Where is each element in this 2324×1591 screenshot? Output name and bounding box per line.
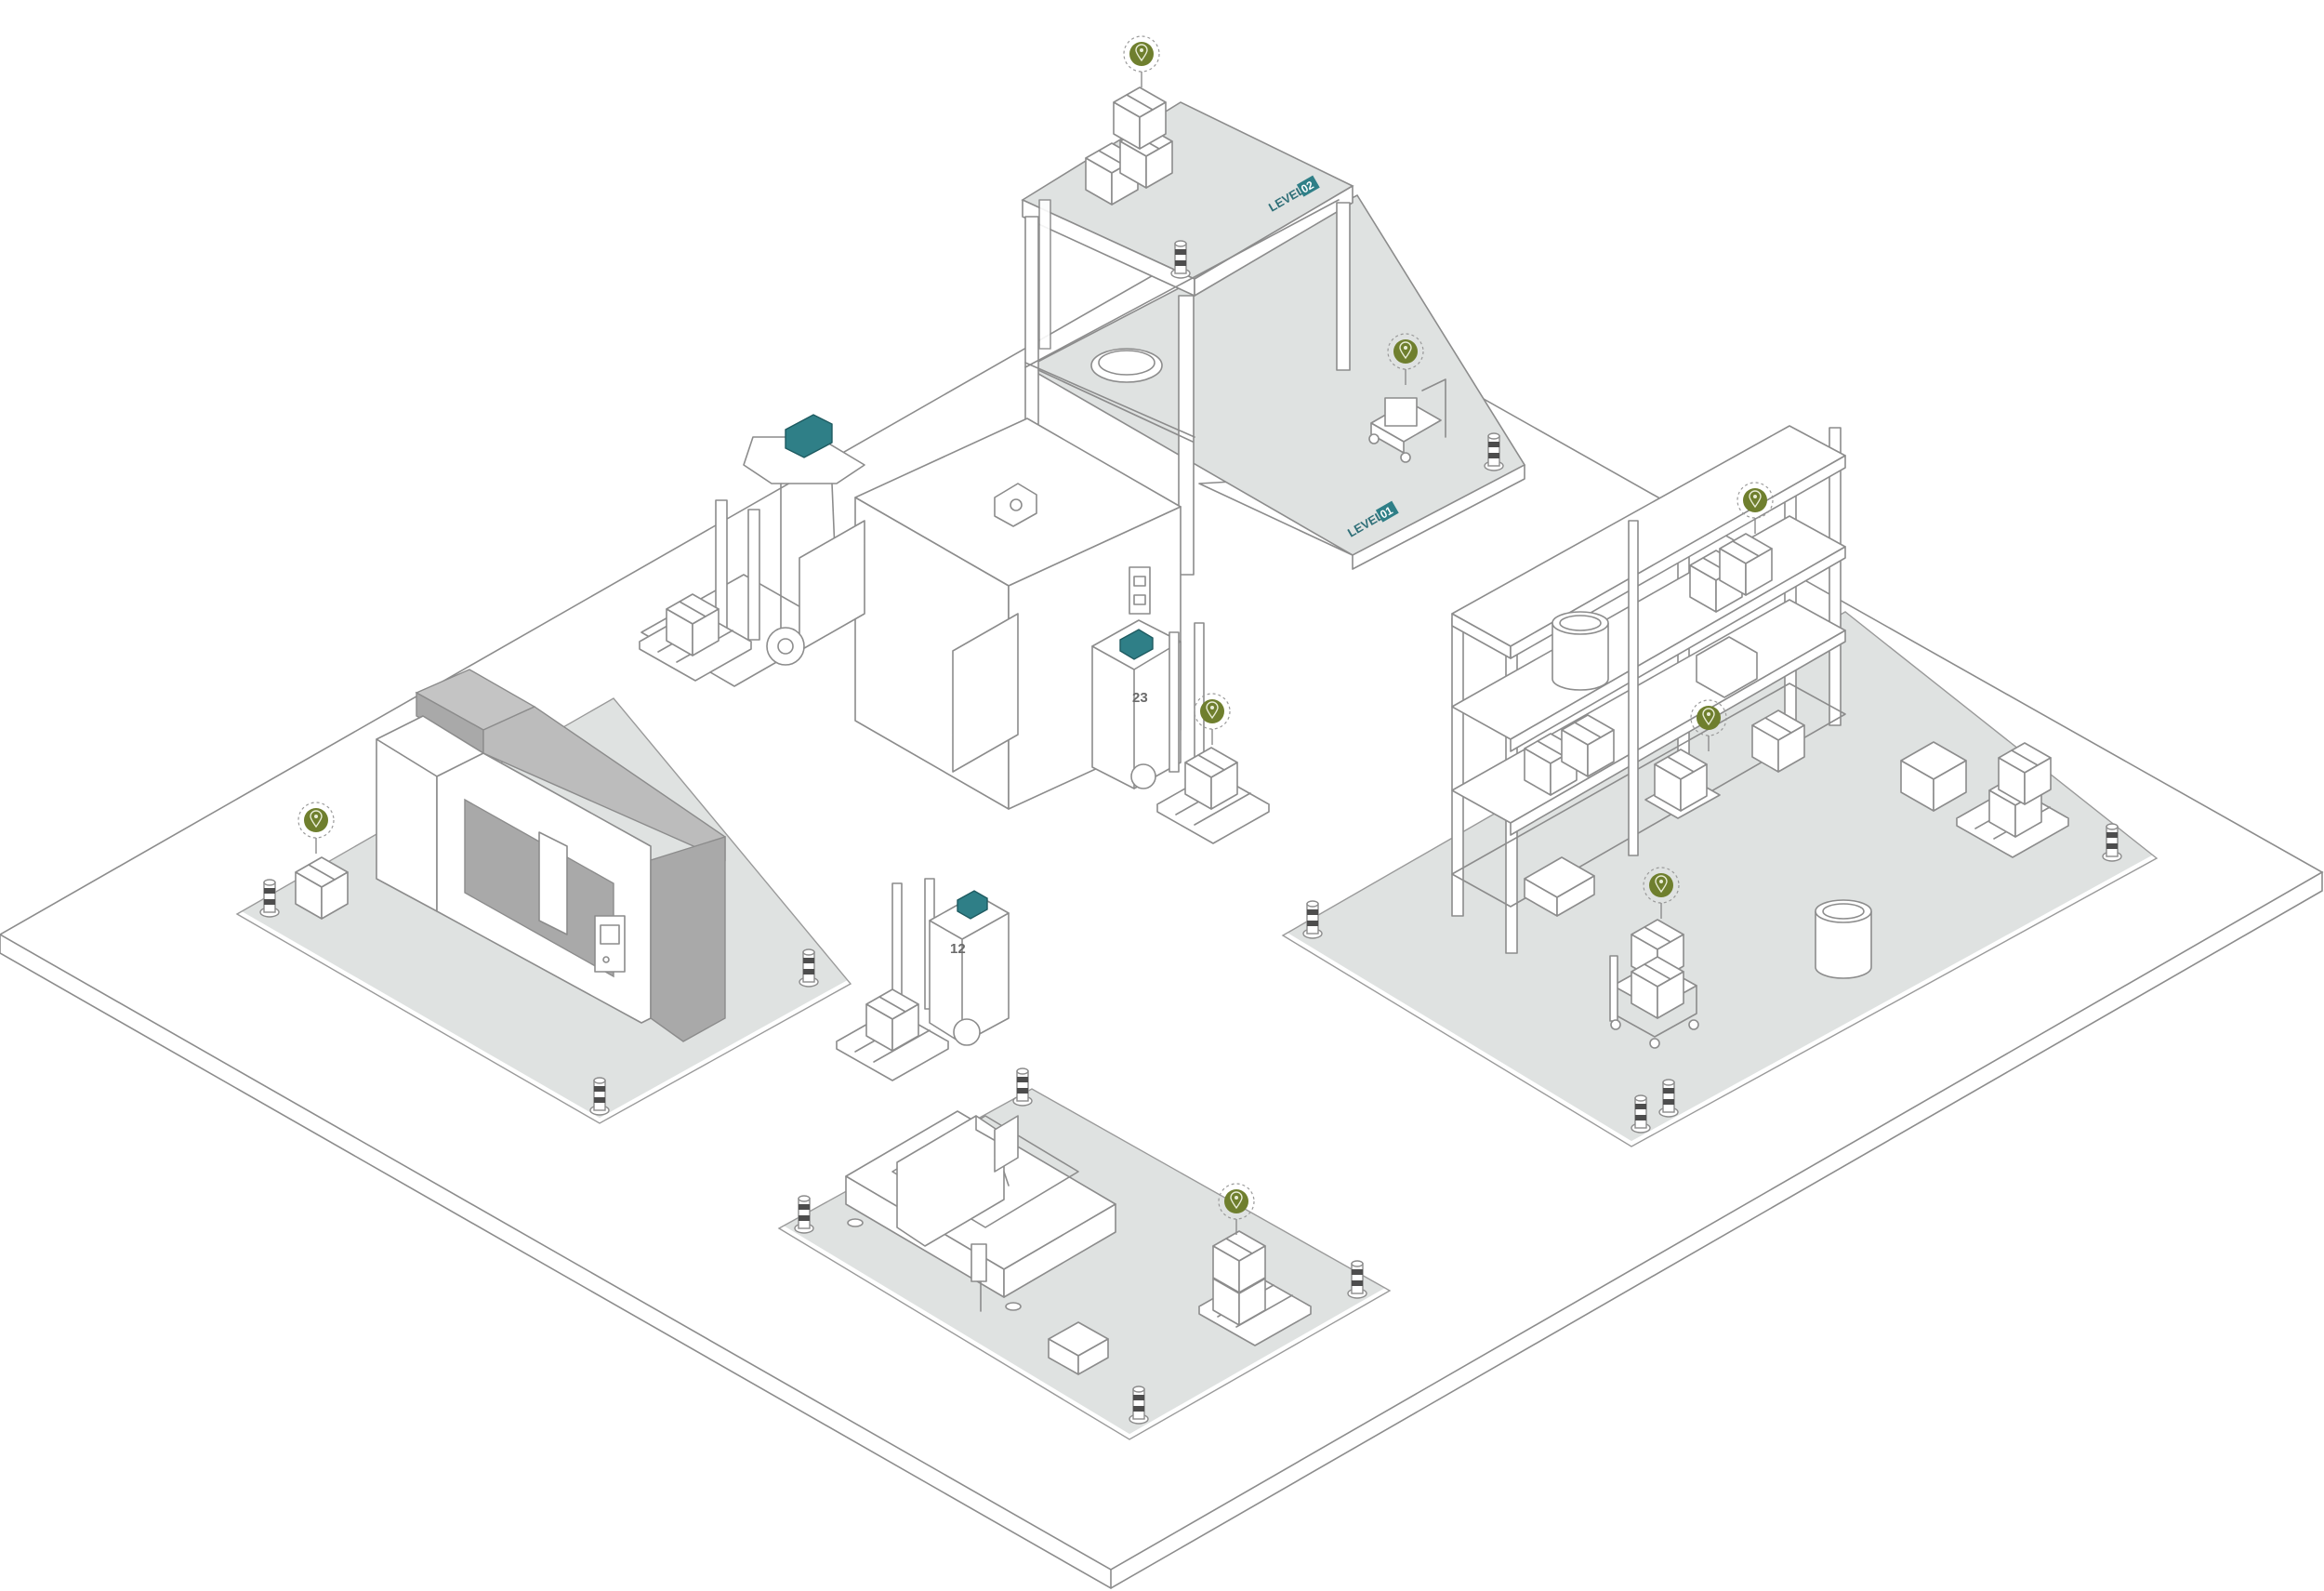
forklift-12-number: 12 (950, 941, 966, 957)
location-pin-icon (1123, 35, 1160, 88)
forklift-rear (639, 414, 865, 687)
level-01-number: 01 (1378, 504, 1395, 522)
ring-part (1090, 348, 1163, 383)
cnc-gantry-table (845, 1110, 1116, 1312)
machine-left (295, 669, 726, 1042)
cart-lower-level (1368, 378, 1446, 463)
hand-cart-right (1609, 919, 1699, 1049)
open-crate-bottom (1048, 1321, 1109, 1375)
forklift-23: 23 (1091, 619, 1270, 844)
level-02-number: 02 (1299, 179, 1316, 196)
forklift-23-number: 23 (1132, 690, 1148, 706)
mezzanine-structure (1021, 101, 1526, 576)
barrel-floor (1815, 899, 1872, 979)
open-crate-right (1900, 741, 1967, 812)
forklift-12: 12 (836, 878, 1010, 1081)
